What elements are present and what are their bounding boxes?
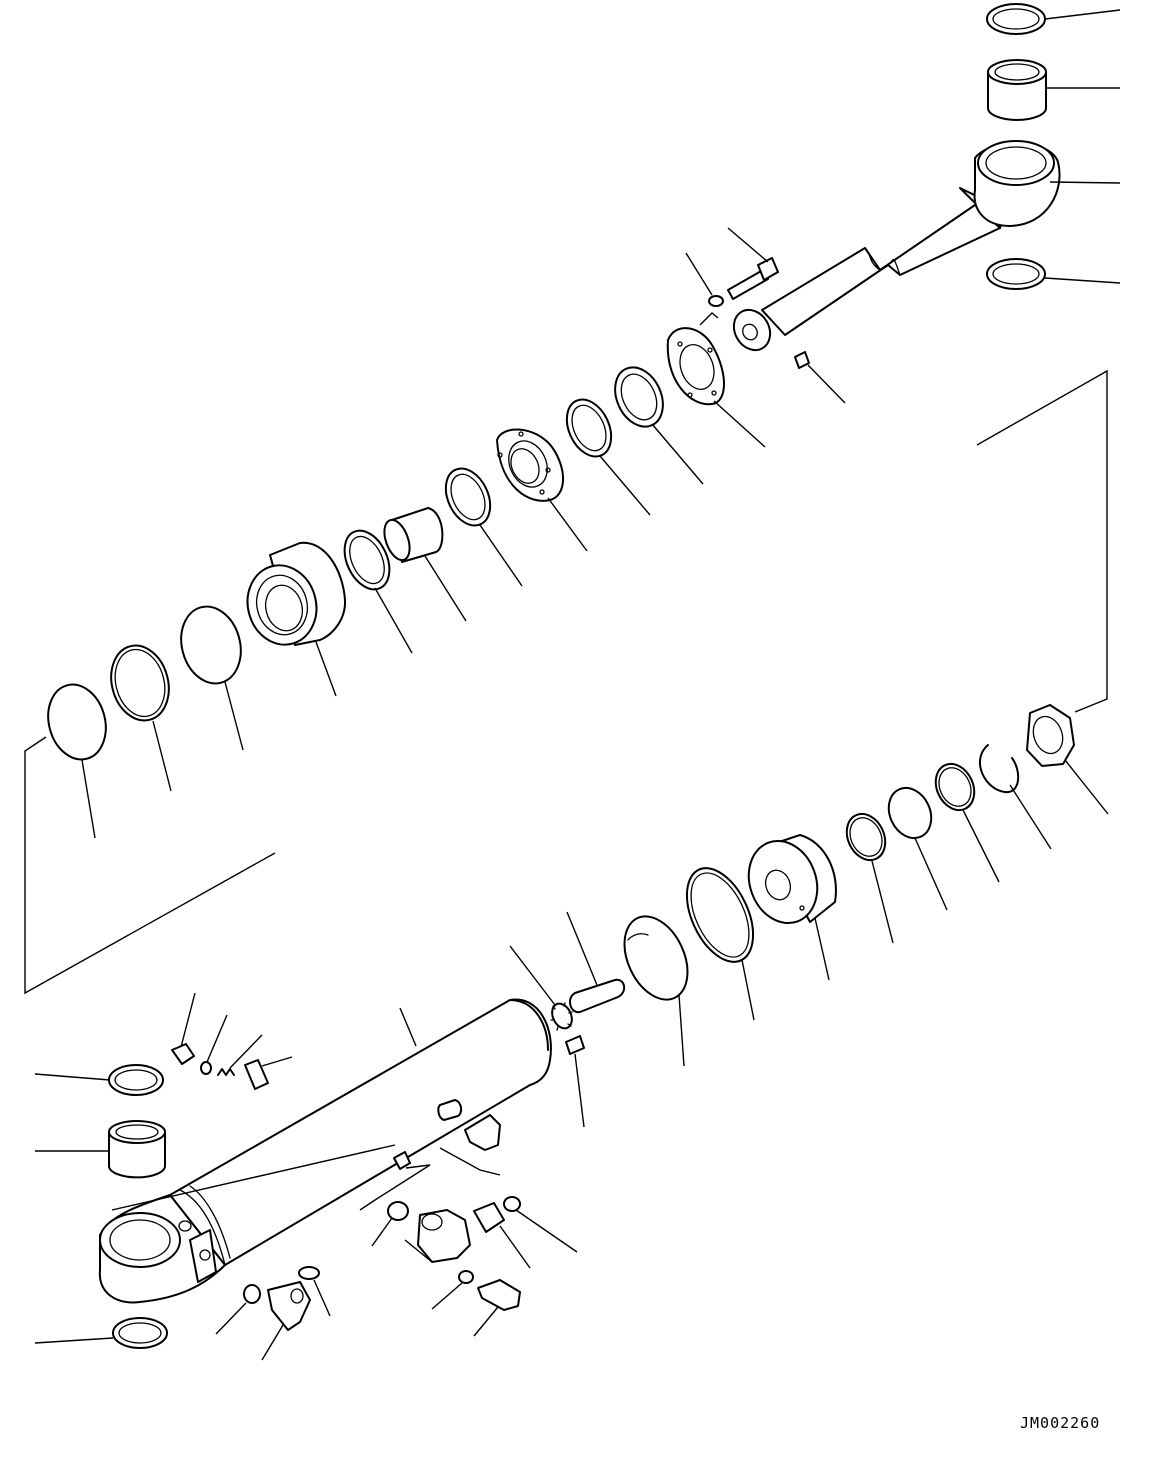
buffer-ring — [343, 529, 413, 654]
pin-set-screw — [565, 1035, 585, 1128]
elbow-fitting-right — [371, 1196, 578, 1337]
wear-ring — [623, 915, 689, 1067]
cylinder-tube — [98, 998, 552, 1304]
head-gland — [246, 541, 347, 697]
piston-pin — [566, 911, 626, 1014]
piston-wear-ring — [845, 812, 894, 944]
rod-seal — [565, 398, 651, 516]
piston-o-ring — [887, 786, 948, 911]
head-o-ring — [180, 605, 244, 751]
drawing-code: JM002260 — [1020, 1414, 1101, 1432]
set-screw — [794, 351, 846, 404]
group-bracket-left — [24, 736, 276, 995]
head-bushing — [383, 507, 467, 622]
lock-washer — [509, 945, 573, 1031]
elbow-fitting-left — [215, 1266, 331, 1361]
bottom-seal-ring-lower — [34, 1317, 168, 1349]
cylinder-head — [496, 428, 588, 552]
bottom-bushing — [35, 1120, 166, 1179]
bottom-seal-ring-upper — [34, 1064, 164, 1096]
rod-end-seal-ring-lower — [986, 258, 1121, 290]
group-bracket-right — [976, 369, 1108, 713]
head-backup-ring — [110, 644, 172, 792]
piston — [747, 834, 837, 981]
piston-nut — [1026, 704, 1109, 815]
snap-ring — [978, 744, 1052, 850]
dust-seal — [614, 366, 704, 485]
piston-ring-large — [685, 867, 755, 1021]
rod-end-seal-ring-top — [986, 3, 1121, 35]
backup-ring — [444, 467, 523, 587]
rod-end-bushing — [987, 59, 1120, 121]
cap-washer — [685, 252, 724, 307]
piston-rod — [732, 140, 1121, 352]
grease-fitting-assembly — [171, 992, 293, 1090]
cap-bolt — [727, 227, 779, 300]
rod-flange-plate — [666, 312, 766, 448]
head-seal-disk — [47, 683, 107, 839]
piston-seal-ring — [934, 762, 1000, 883]
